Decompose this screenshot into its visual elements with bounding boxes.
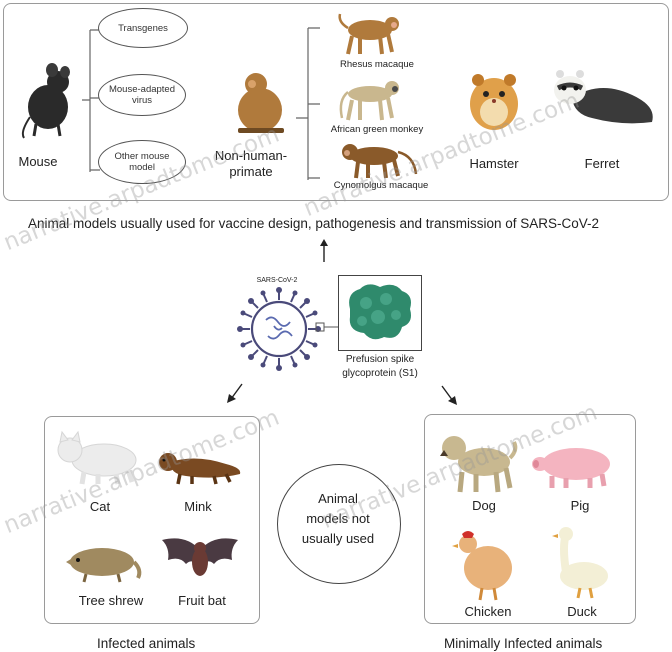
chicken-icon — [452, 531, 512, 601]
mouse-adapted-oval: Mouse-adapted virus — [98, 74, 186, 116]
hamster-icon — [470, 74, 518, 130]
fruit-bat-label: Fruit bat — [178, 593, 226, 608]
ferret-label: Ferret — [584, 156, 620, 171]
arrow-to-minimal — [441, 385, 457, 405]
not-used-circle — [277, 464, 401, 584]
tree-shrew-icon — [66, 548, 142, 583]
pig-icon — [532, 448, 610, 488]
primate-bracket — [296, 27, 320, 180]
rhesus-macaque-icon — [338, 13, 399, 55]
transgenes-oval: Transgenes — [98, 8, 188, 48]
tree-shrew-label: Tree shrew — [78, 593, 144, 608]
dog-label: Dog — [472, 498, 496, 513]
mink-label: Mink — [184, 499, 212, 514]
duck-icon — [552, 527, 608, 599]
minimal-caption: Minimally Infected animals — [444, 636, 603, 651]
mouse-bracket — [82, 29, 100, 172]
cynomolgus-macaque-icon — [342, 144, 418, 179]
transgenes-label: Transgenes — [118, 22, 168, 34]
spike-protein-icon — [349, 284, 411, 340]
top-caption: Animal models usually used for vaccine d… — [28, 216, 600, 231]
mouse-adapted-label: Mouse-adapted virus — [108, 84, 176, 106]
not-used-line1: Animal — [318, 491, 358, 506]
rhesus-label: Rhesus macaque — [340, 59, 414, 70]
cat-icon — [57, 430, 137, 485]
spike-label-line1: Prefusion spike — [345, 354, 415, 365]
dog-icon — [440, 436, 518, 493]
mouse-label: Mouse — [18, 154, 58, 169]
not-used-line3: usually used — [301, 531, 375, 546]
cynomolgus-label: Cynomolgus macaque — [333, 180, 429, 191]
up-arrow — [320, 239, 328, 262]
cat-label: Cat — [89, 499, 111, 514]
fruit-bat-icon — [162, 538, 238, 576]
african-green-monkey-icon — [339, 81, 399, 121]
duck-label: Duck — [567, 604, 597, 619]
virus-spike-link — [315, 322, 340, 332]
not-used-line2: models not — [306, 511, 370, 526]
chicken-label: Chicken — [464, 604, 512, 619]
mink-icon — [159, 453, 241, 485]
spike-label-line2: glycoprotein (S1) — [342, 368, 418, 379]
african-green-label: African green monkey — [330, 124, 424, 135]
nhp-label-line2: primate — [229, 164, 273, 179]
virus-icon — [237, 287, 321, 371]
hamster-label: Hamster — [469, 156, 519, 171]
ferret-icon — [554, 70, 653, 124]
other-mouse-label: Other mouse model — [114, 151, 170, 173]
arrow-to-infected — [227, 383, 243, 403]
other-mouse-oval: Other mouse model — [98, 140, 186, 184]
mouse-icon — [21, 63, 70, 139]
infected-caption: Infected animals — [97, 636, 196, 651]
virus-label: SARS-CoV-2 — [256, 277, 298, 284]
pig-label: Pig — [570, 498, 590, 513]
nhp-label-line1: Non-human- — [214, 148, 288, 163]
primate-icon — [238, 73, 284, 133]
